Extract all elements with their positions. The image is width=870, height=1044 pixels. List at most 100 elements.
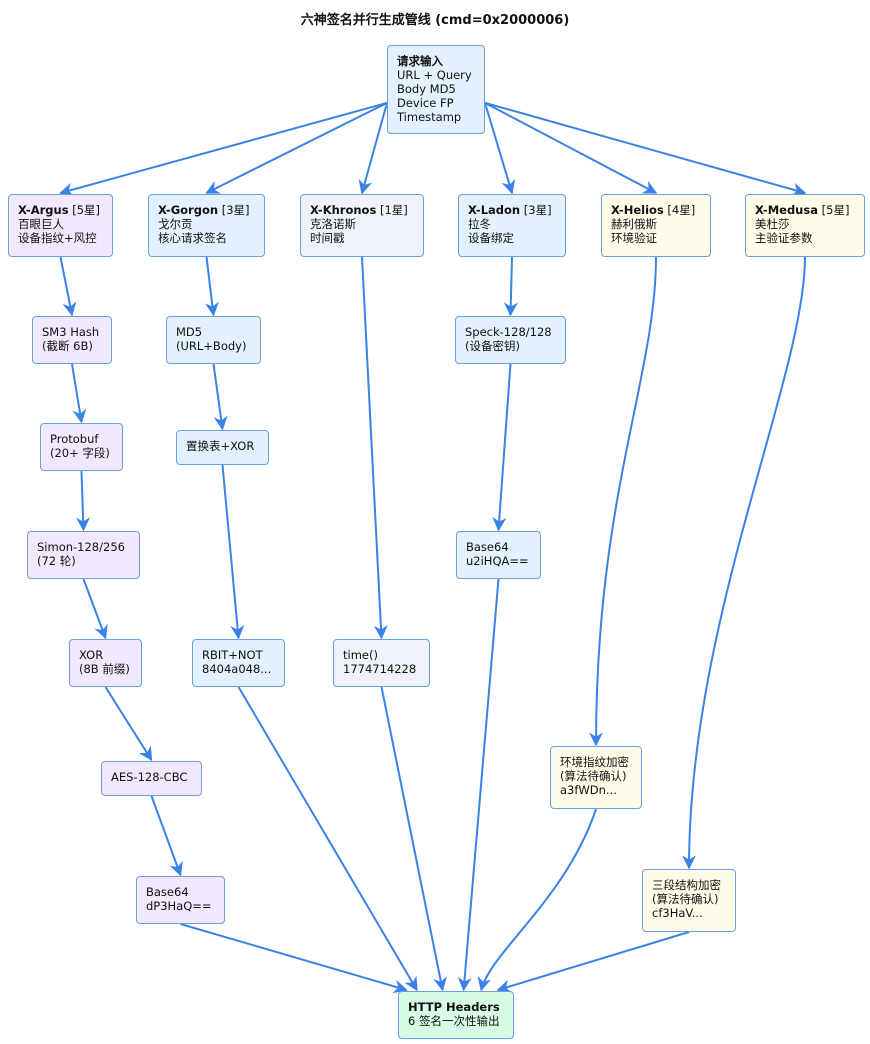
node-text-line: a3fWDn...	[560, 783, 617, 797]
edge-input-to-ladon	[484, 102, 516, 195]
node-heading: X-Helios [4星]	[611, 203, 696, 217]
edge-sm3-to-protobuf	[71, 363, 87, 424]
edge-simon-to-xor	[82, 578, 108, 640]
edge-khronos-to-time	[361, 256, 388, 640]
node-text-line: 克洛诺斯	[310, 217, 356, 231]
edge-aes-to-argus_b64	[150, 795, 183, 877]
node-text-line: Base64	[466, 540, 509, 554]
node-aes-cbc: AES-128-CBC	[101, 761, 202, 796]
node-text-line: dP3HaQ==	[146, 899, 212, 913]
node-text-line: cf3HaV...	[652, 906, 703, 920]
node-text-line: 核心请求签名	[158, 231, 227, 245]
edge-rbit-to-headers	[237, 686, 418, 992]
node-text-line: 环境指纹加密	[560, 755, 629, 769]
node-x-ladon: X-Ladon [3星]拉冬设备绑定	[458, 194, 566, 257]
node-text-line: XOR	[79, 648, 104, 662]
node-text-line: MD5	[176, 325, 203, 339]
edge-argus_b64-to-headers	[180, 923, 408, 994]
node-heading: X-Ladon [3星]	[468, 203, 552, 217]
edge-ladon_b64-to-headers	[457, 578, 500, 992]
node-text-line: (设备密钥)	[465, 339, 520, 353]
node-text-line: (72 轮)	[37, 554, 76, 568]
node-text-line: AES-128-CBC	[111, 770, 188, 784]
edge-medusa-to-tri	[682, 256, 806, 870]
node-text-line: Base64	[146, 885, 189, 899]
node-text-line: RBIT+NOT	[202, 648, 263, 662]
node-time: time()1774714228	[333, 639, 430, 687]
node-x-khronos: X-Khronos [1星]克洛诺斯时间戳	[300, 194, 424, 257]
node-three-segment: 三段结构加密(算法待确认)cf3HaV...	[642, 869, 736, 932]
node-text-line: 美杜莎	[755, 217, 790, 231]
node-text-line: 设备绑定	[468, 231, 514, 245]
node-text-line: (8B 前缀)	[79, 662, 130, 676]
node-heading: X-Medusa [5星]	[755, 203, 850, 217]
node-text-line: 6 签名一次性输出	[408, 1014, 500, 1028]
node-text-line: Protobuf	[50, 432, 99, 446]
node-sm3-hash: SM3 Hash(截断 6B)	[32, 316, 112, 364]
edge-protobuf-to-simon	[76, 470, 91, 532]
star-rating: [1星]	[376, 203, 408, 217]
edge-input-to-helios	[484, 101, 658, 194]
node-env-fingerprint: 环境指纹加密(算法待确认)a3fWDn...	[550, 746, 642, 809]
node-xor-prefix: XOR(8B 前缀)	[69, 639, 142, 687]
edge-tri-to-headers	[496, 931, 690, 994]
edge-argus-to-sm3	[59, 256, 77, 317]
edge-ladon-to-speck	[503, 256, 518, 317]
node-text-line: 8404a048...	[202, 662, 272, 676]
node-text-line: Timestamp	[397, 110, 462, 124]
diagram-title: 六神签名并行生成管线 (cmd=0x2000006)	[300, 13, 570, 28]
node-text-line: time()	[343, 648, 378, 662]
star-rating: [5星]	[68, 203, 100, 217]
star-rating: [5星]	[817, 203, 850, 217]
edge-time-to-headers	[380, 686, 447, 992]
node-md5: MD5(URL+Body)	[166, 316, 261, 364]
edge-helios-to-env	[589, 256, 657, 747]
node-text-line: 三段结构加密	[652, 878, 721, 892]
node-simon: Simon-128/256(72 轮)	[27, 531, 140, 579]
edge-input-to-medusa	[484, 101, 807, 197]
node-text-line: 1774714228	[343, 662, 417, 676]
node-text-line: 拉冬	[468, 217, 491, 231]
node-text-line: Speck-128/128	[465, 325, 552, 339]
edge-xor-to-aes	[104, 686, 153, 762]
edge-perm-to-rbit	[221, 464, 245, 640]
node-text-line: (20+ 字段)	[50, 446, 110, 460]
node-text-line: 环境验证	[611, 231, 657, 245]
node-text-line: (截断 6B)	[42, 339, 93, 353]
node-heading: HTTP Headers	[408, 1000, 500, 1014]
node-text-line: (URL+Body)	[176, 339, 247, 353]
edge-env-to-headers	[477, 808, 597, 992]
node-heading: X-Argus [5星]	[18, 203, 100, 217]
node-heading: X-Gorgon [3星]	[158, 203, 250, 217]
edge-speck-to-ladon_b64	[492, 363, 512, 532]
node-heading: 请求输入	[397, 54, 443, 68]
node-heading: X-Khronos [1星]	[310, 203, 408, 217]
node-text-line: 置换表+XOR	[186, 439, 255, 453]
star-rating: [4星]	[663, 203, 696, 217]
node-text-line: 主验证参数	[755, 231, 813, 245]
edge-md5-to-perm	[212, 363, 228, 431]
node-text-line: Device FP	[397, 96, 454, 110]
star-rating: [3星]	[520, 203, 552, 217]
node-text-line: (算法待确认)	[652, 892, 719, 906]
node-text-line: 赫利俄斯	[611, 217, 657, 231]
node-text-line: 戈尔贡	[158, 217, 193, 231]
node-text-line: Body MD5	[397, 82, 456, 96]
edge-input-to-khronos	[358, 102, 388, 195]
edge-gorgon-to-md5	[205, 256, 219, 317]
node-protobuf: Protobuf(20+ 字段)	[40, 423, 123, 471]
node-x-argus: X-Argus [5星]百眼巨人设备指纹+风控	[8, 194, 113, 257]
node-x-medusa: X-Medusa [5星]美杜莎主验证参数	[745, 194, 865, 257]
node-speck: Speck-128/128(设备密钥)	[455, 316, 566, 364]
star-rating: [3星]	[218, 203, 250, 217]
node-text-line: Simon-128/256	[37, 540, 125, 554]
node-text-line: 百眼巨人	[18, 217, 64, 231]
node-text-line: URL + Query	[397, 68, 472, 82]
node-text-line: (算法待确认)	[560, 769, 627, 783]
